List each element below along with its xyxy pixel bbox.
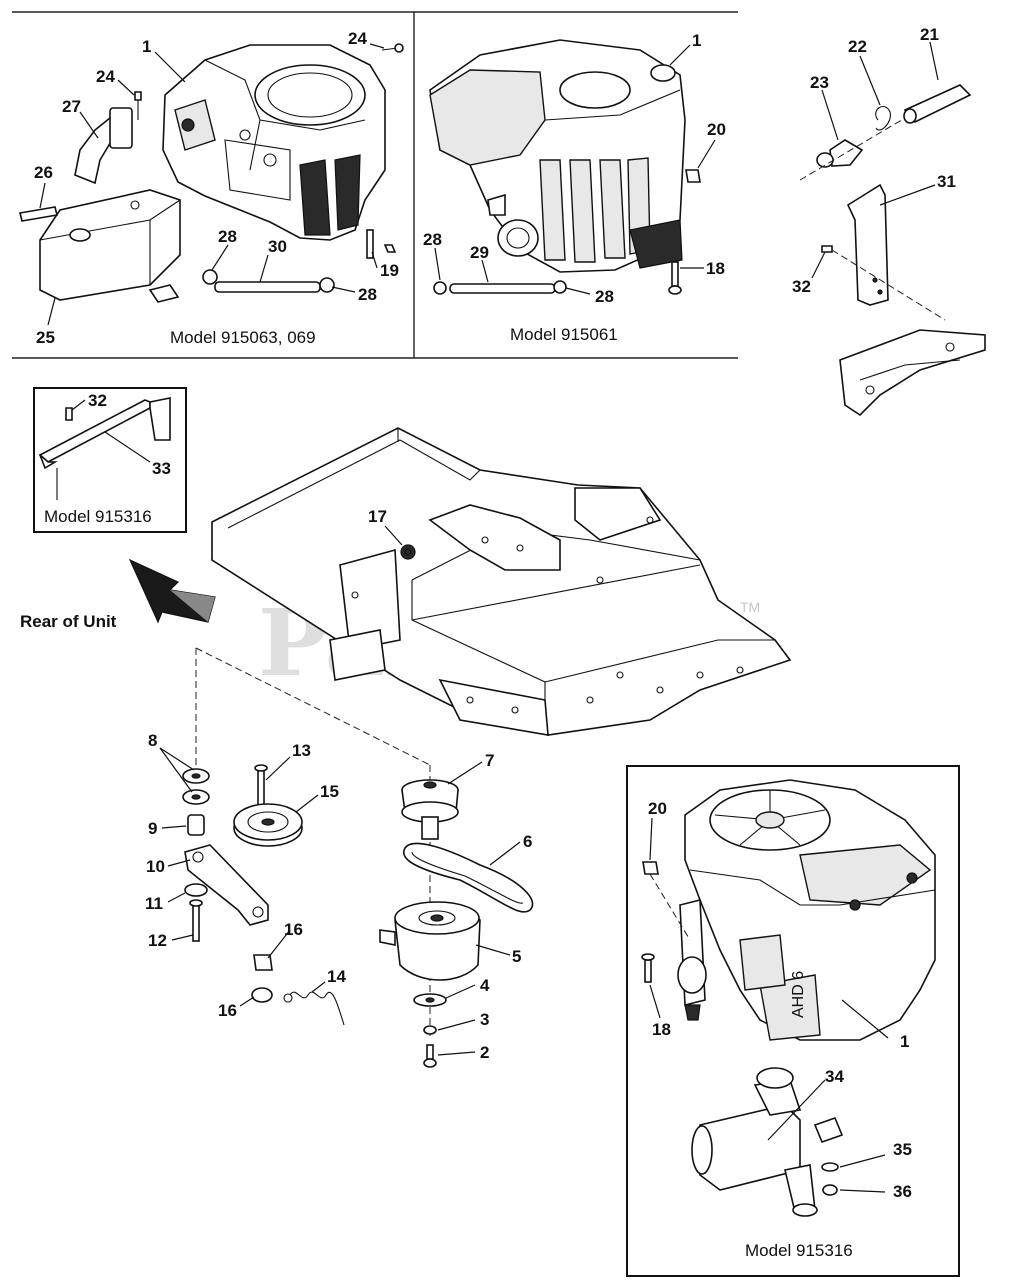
- watermark-tm: TM: [740, 599, 760, 615]
- engine-model-915061: [429, 39, 701, 295]
- rear-of-unit-label: Rear of Unit: [20, 612, 117, 631]
- model-caption: Model 915061: [510, 325, 618, 344]
- callout-23: 23: [810, 73, 829, 92]
- callout-22: 22: [848, 37, 867, 56]
- model-caption: Model 915063, 069: [170, 328, 316, 347]
- callout-34: 34: [825, 1067, 844, 1086]
- callout-9: 9: [148, 819, 157, 838]
- callout-31: 31: [937, 172, 956, 191]
- callout-1: 1: [692, 31, 701, 50]
- callout-15: 15: [320, 782, 339, 801]
- callout-36: 36: [893, 1182, 912, 1201]
- chassis-frame: [211, 427, 792, 736]
- callout-21: 21: [920, 25, 939, 44]
- callout-29: 29: [470, 243, 489, 262]
- leader-lines: [39, 41, 939, 1193]
- callout-20: 20: [648, 799, 667, 818]
- top-panels-frame: [12, 11, 738, 359]
- callout-35: 35: [893, 1140, 912, 1159]
- drive-assembly: [182, 647, 534, 1068]
- callout-17: 17: [368, 507, 387, 526]
- callout-28: 28: [358, 285, 377, 304]
- throttle-assembly: [799, 84, 986, 417]
- callout-20: 20: [707, 120, 726, 139]
- callout-30: 30: [268, 237, 287, 256]
- callout-5: 5: [512, 947, 521, 966]
- callout-28: 28: [595, 287, 614, 306]
- callout-24: 24: [96, 67, 115, 86]
- callout-32: 32: [88, 391, 107, 410]
- callout-6: 6: [523, 832, 532, 851]
- callout-18: 18: [706, 259, 725, 278]
- model-caption: Model 915316: [745, 1241, 853, 1260]
- callout-18: 18: [652, 1020, 671, 1039]
- callout-4: 4: [480, 976, 490, 995]
- callout-16: 16: [284, 920, 303, 939]
- svg-text:AHD 6: AHD 6: [790, 971, 807, 1018]
- callout-28: 28: [423, 230, 442, 249]
- callout-13: 13: [292, 741, 311, 760]
- callout-8: 8: [148, 731, 157, 750]
- inset-model-915316-bracket: [33, 387, 187, 533]
- callout-25: 25: [36, 328, 55, 347]
- callout-33: 33: [152, 459, 171, 478]
- callout-27: 27: [62, 97, 81, 116]
- callout-12: 12: [148, 931, 167, 950]
- callout-19: 19: [380, 261, 399, 280]
- callout-24: 24: [348, 29, 367, 48]
- callout-26: 26: [34, 163, 53, 182]
- callout-1: 1: [142, 37, 151, 56]
- rear-arrow: [128, 558, 216, 624]
- callout-32: 32: [792, 277, 811, 296]
- callout-2: 2: [480, 1043, 489, 1062]
- inset-model-915316-engine: AHD 6: [626, 765, 960, 1277]
- callout-11: 11: [145, 894, 163, 913]
- callouts: 1 24 24 27 26 25 28 30 28 19 Model 91506…: [34, 25, 956, 1260]
- callout-3: 3: [480, 1010, 489, 1029]
- callout-28: 28: [218, 227, 237, 246]
- callout-16: 16: [218, 1001, 237, 1020]
- model-caption: Model 915316: [44, 507, 152, 526]
- callout-7: 7: [485, 751, 494, 770]
- callout-10: 10: [146, 857, 165, 876]
- engine-model-915063: [19, 43, 404, 303]
- callout-1: 1: [900, 1032, 909, 1051]
- callout-14: 14: [327, 967, 346, 986]
